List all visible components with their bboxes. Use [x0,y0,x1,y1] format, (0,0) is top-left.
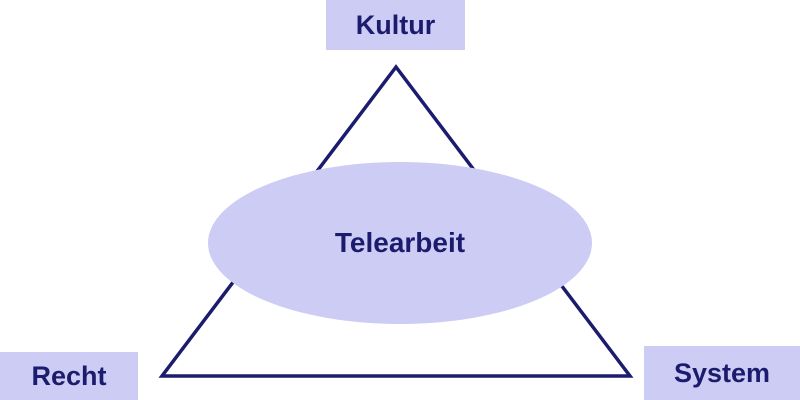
node-kultur-label: Kultur [355,9,436,40]
center-ellipse [208,162,592,324]
node-kultur: Kultur [326,0,465,50]
node-system-label: System [673,357,771,388]
node-recht: Recht [0,352,138,400]
node-recht-label: Recht [31,360,107,391]
node-telearbeit: Telearbeit [208,162,592,324]
node-system: System [644,346,800,400]
node-telearbeit-label: Telearbeit [334,227,466,258]
